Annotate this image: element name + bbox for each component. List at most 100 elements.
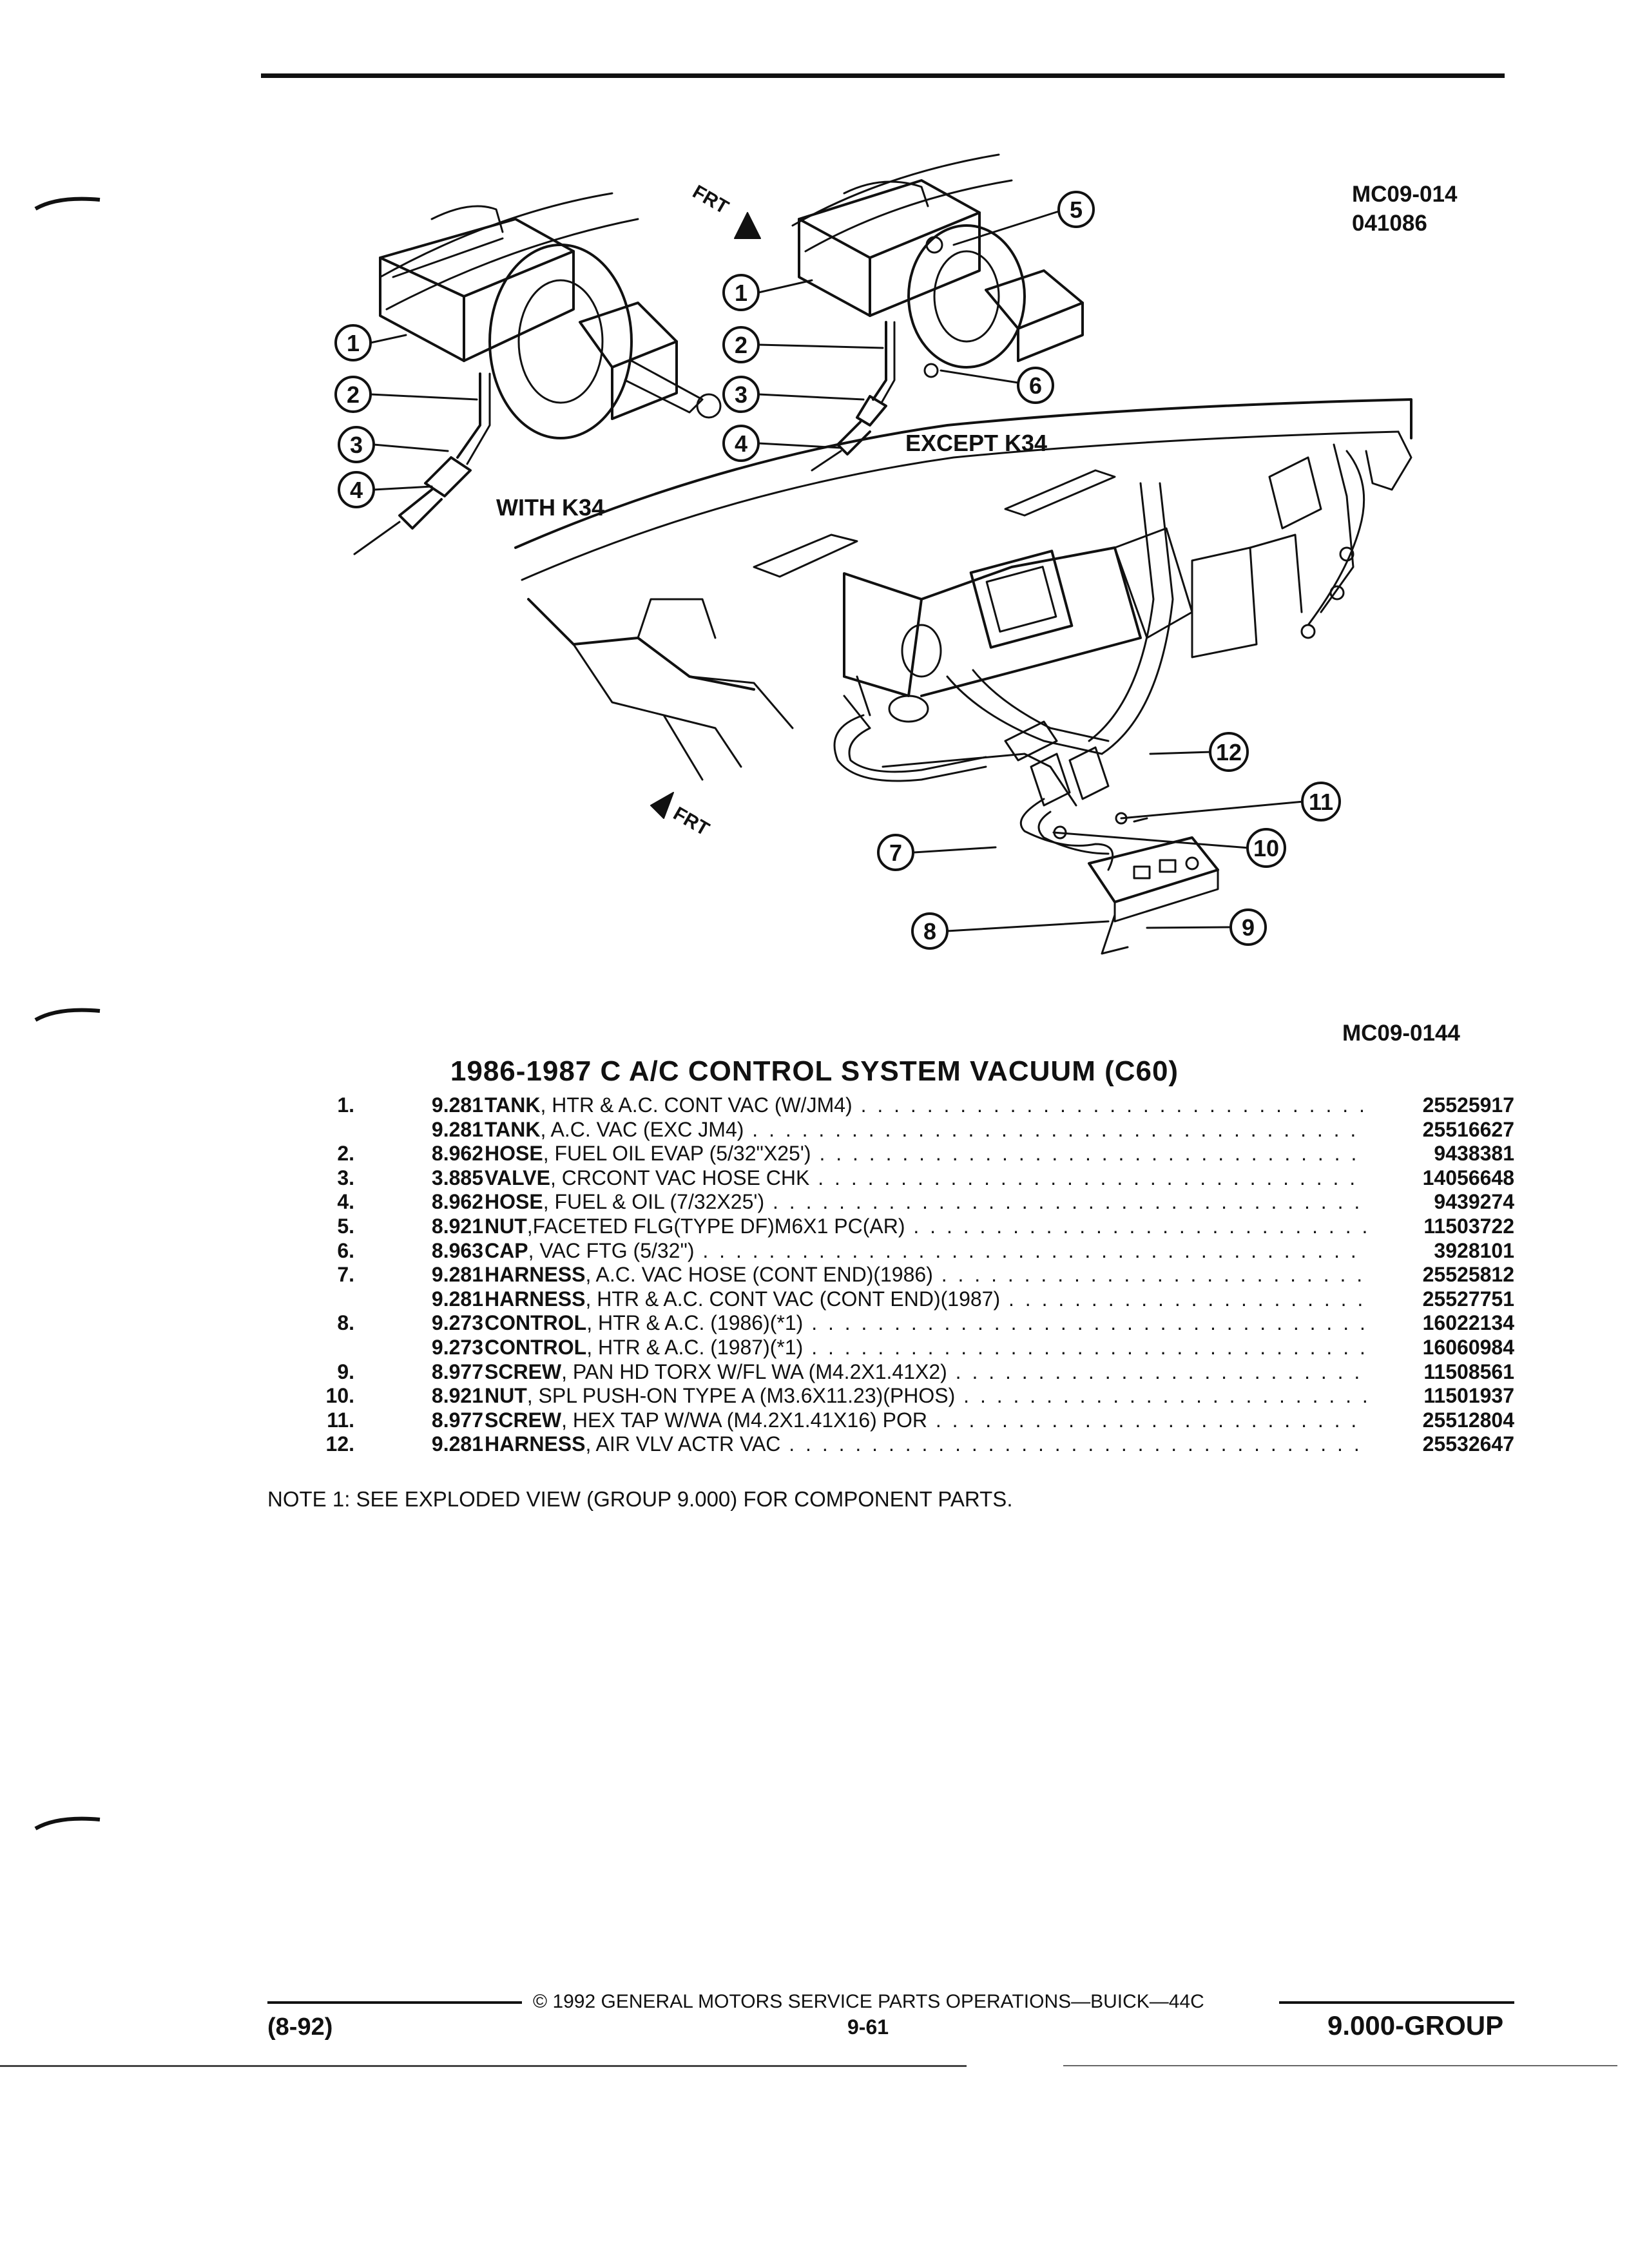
part-detail: , FUEL & OIL (7/32X25') xyxy=(543,1190,765,1214)
svg-text:2: 2 xyxy=(347,381,360,408)
part-description: NUT, SPL PUSH-ON TYPE A (M3.6X11.23)(PHO… xyxy=(485,1384,1366,1408)
front-label: FRT xyxy=(689,181,732,218)
footer-date: (8-92) xyxy=(267,2013,333,2041)
callout-2: 2 xyxy=(722,326,760,363)
margin-mark xyxy=(34,1008,101,1022)
group-number: 8.962 xyxy=(431,1190,483,1214)
part-detail: , A.C. VAC HOSE (CONT END)(1986) xyxy=(585,1263,933,1287)
item-number: 6. xyxy=(337,1238,354,1262)
front-label: FRT xyxy=(670,803,713,840)
item-number: 10. xyxy=(325,1384,354,1408)
item-number: 9. xyxy=(337,1360,354,1383)
inset-with-k34 xyxy=(353,192,722,555)
part-number: 25516627 xyxy=(1422,1117,1514,1141)
group-number: 8.962 xyxy=(431,1142,483,1166)
item-number: 1. xyxy=(337,1093,354,1117)
part-name: TANK xyxy=(485,1117,541,1141)
margin-mark xyxy=(34,197,101,211)
part-name: HOSE xyxy=(485,1142,543,1166)
footer-rule-right xyxy=(1279,2001,1514,2004)
part-name: SCREW xyxy=(485,1408,562,1432)
group-number: 9.273 xyxy=(431,1311,483,1335)
part-number: 25525812 xyxy=(1422,1263,1514,1287)
bottom-rule xyxy=(1063,2065,1617,2066)
part-detail: , A.C. VAC (EXC JM4) xyxy=(540,1117,744,1141)
callout-4: 4 xyxy=(338,471,375,508)
part-detail: , CRCONT VAC HOSE CHK xyxy=(550,1166,810,1189)
part-name: CAP xyxy=(485,1238,528,1262)
callout-1: 1 xyxy=(334,324,372,361)
copyright: © 1992 GENERAL MOTORS SERVICE PARTS OPER… xyxy=(533,1991,1204,2012)
part-detail: , FUEL OIL EVAP (5/32"X25') xyxy=(543,1142,811,1166)
note: NOTE 1: SEE EXPLODED VIEW (GROUP 9.000) … xyxy=(267,1487,1013,1511)
callout-12: 12 xyxy=(1209,732,1249,772)
part-number: 11508561 xyxy=(1423,1360,1514,1383)
svg-text:11: 11 xyxy=(1309,789,1333,815)
part-description: HOSE, FUEL & OIL (7/32X25') xyxy=(485,1190,1366,1215)
margin-mark xyxy=(34,1816,101,1831)
group-label: 9.000-GROUP xyxy=(1327,2010,1504,2041)
callout-11: 11 xyxy=(1301,782,1341,822)
item-number: 7. xyxy=(337,1263,354,1287)
svg-text:8: 8 xyxy=(923,918,936,945)
svg-text:5: 5 xyxy=(1070,197,1083,223)
callout-4: 4 xyxy=(722,425,760,462)
top-rule xyxy=(261,73,1505,78)
figure-date-code: 041086 xyxy=(1352,211,1427,236)
part-description: SCREW, HEX TAP W/WA (M4.2X1.41X16) POR xyxy=(485,1408,1366,1433)
part-description: NUT,FACETED FLG(TYPE DF)M6X1 PC(AR) xyxy=(485,1215,1366,1239)
callout-8: 8 xyxy=(911,912,949,950)
label-except-k34: EXCEPT K34 xyxy=(905,430,1047,456)
part-number: 16022134 xyxy=(1422,1311,1514,1335)
svg-text:10: 10 xyxy=(1253,835,1279,861)
part-description: VALVE, CRCONT VAC HOSE CHK xyxy=(485,1166,1366,1191)
part-description: TANK, HTR & A.C. CONT VAC (W/JM4) xyxy=(485,1093,1366,1118)
bottom-rule xyxy=(0,2065,967,2067)
svg-text:3: 3 xyxy=(735,381,747,408)
part-number: 11503722 xyxy=(1423,1214,1514,1238)
svg-text:1: 1 xyxy=(735,280,747,306)
part-detail: , HTR & A.C. CONT VAC (W/JM4) xyxy=(540,1093,853,1117)
part-name: HARNESS xyxy=(485,1287,586,1311)
part-name: NUT xyxy=(485,1214,527,1238)
part-name: HARNESS xyxy=(485,1263,586,1287)
label-with-k34: WITH K34 xyxy=(496,494,604,521)
svg-text:6: 6 xyxy=(1029,372,1042,399)
front-arrow xyxy=(734,212,761,239)
instrument-panel-view xyxy=(514,398,1412,955)
part-name: CONTROL xyxy=(485,1335,587,1359)
svg-text:7: 7 xyxy=(889,840,902,866)
svg-text:4: 4 xyxy=(735,430,747,457)
item-number: 8. xyxy=(337,1311,354,1335)
callout-10: 10 xyxy=(1246,828,1286,868)
part-number: 16060984 xyxy=(1422,1335,1514,1359)
inset-except-k34 xyxy=(791,153,1084,472)
part-number: 25525917 xyxy=(1422,1093,1514,1117)
svg-text:1: 1 xyxy=(347,330,360,356)
callout-9: 9 xyxy=(1229,908,1267,946)
part-detail: , VAC FTG (5/32") xyxy=(528,1238,695,1262)
group-number: 8.963 xyxy=(431,1238,483,1262)
callout-2: 2 xyxy=(334,376,372,413)
part-name: TANK xyxy=(485,1093,541,1117)
exploded-view-diagram: 1 2 3 4 1 2 3 4 5 6 7 8 9 10 11 12 WITH … xyxy=(334,153,1412,955)
item-number: 4. xyxy=(337,1190,354,1214)
item-number: 12. xyxy=(325,1432,354,1456)
part-detail: , SPL PUSH-ON TYPE A (M3.6X11.23)(PHOS) xyxy=(526,1384,956,1408)
part-number: 25512804 xyxy=(1422,1408,1514,1432)
part-description: HARNESS, HTR & A.C. CONT VAC (CONT END)(… xyxy=(485,1287,1366,1312)
part-name: HOSE xyxy=(485,1190,543,1214)
part-description: HOSE, FUEL OIL EVAP (5/32"X25') xyxy=(485,1142,1366,1166)
section-title: 1986-1987 C A/C CONTROL SYSTEM VACUUM (C… xyxy=(450,1055,1179,1087)
